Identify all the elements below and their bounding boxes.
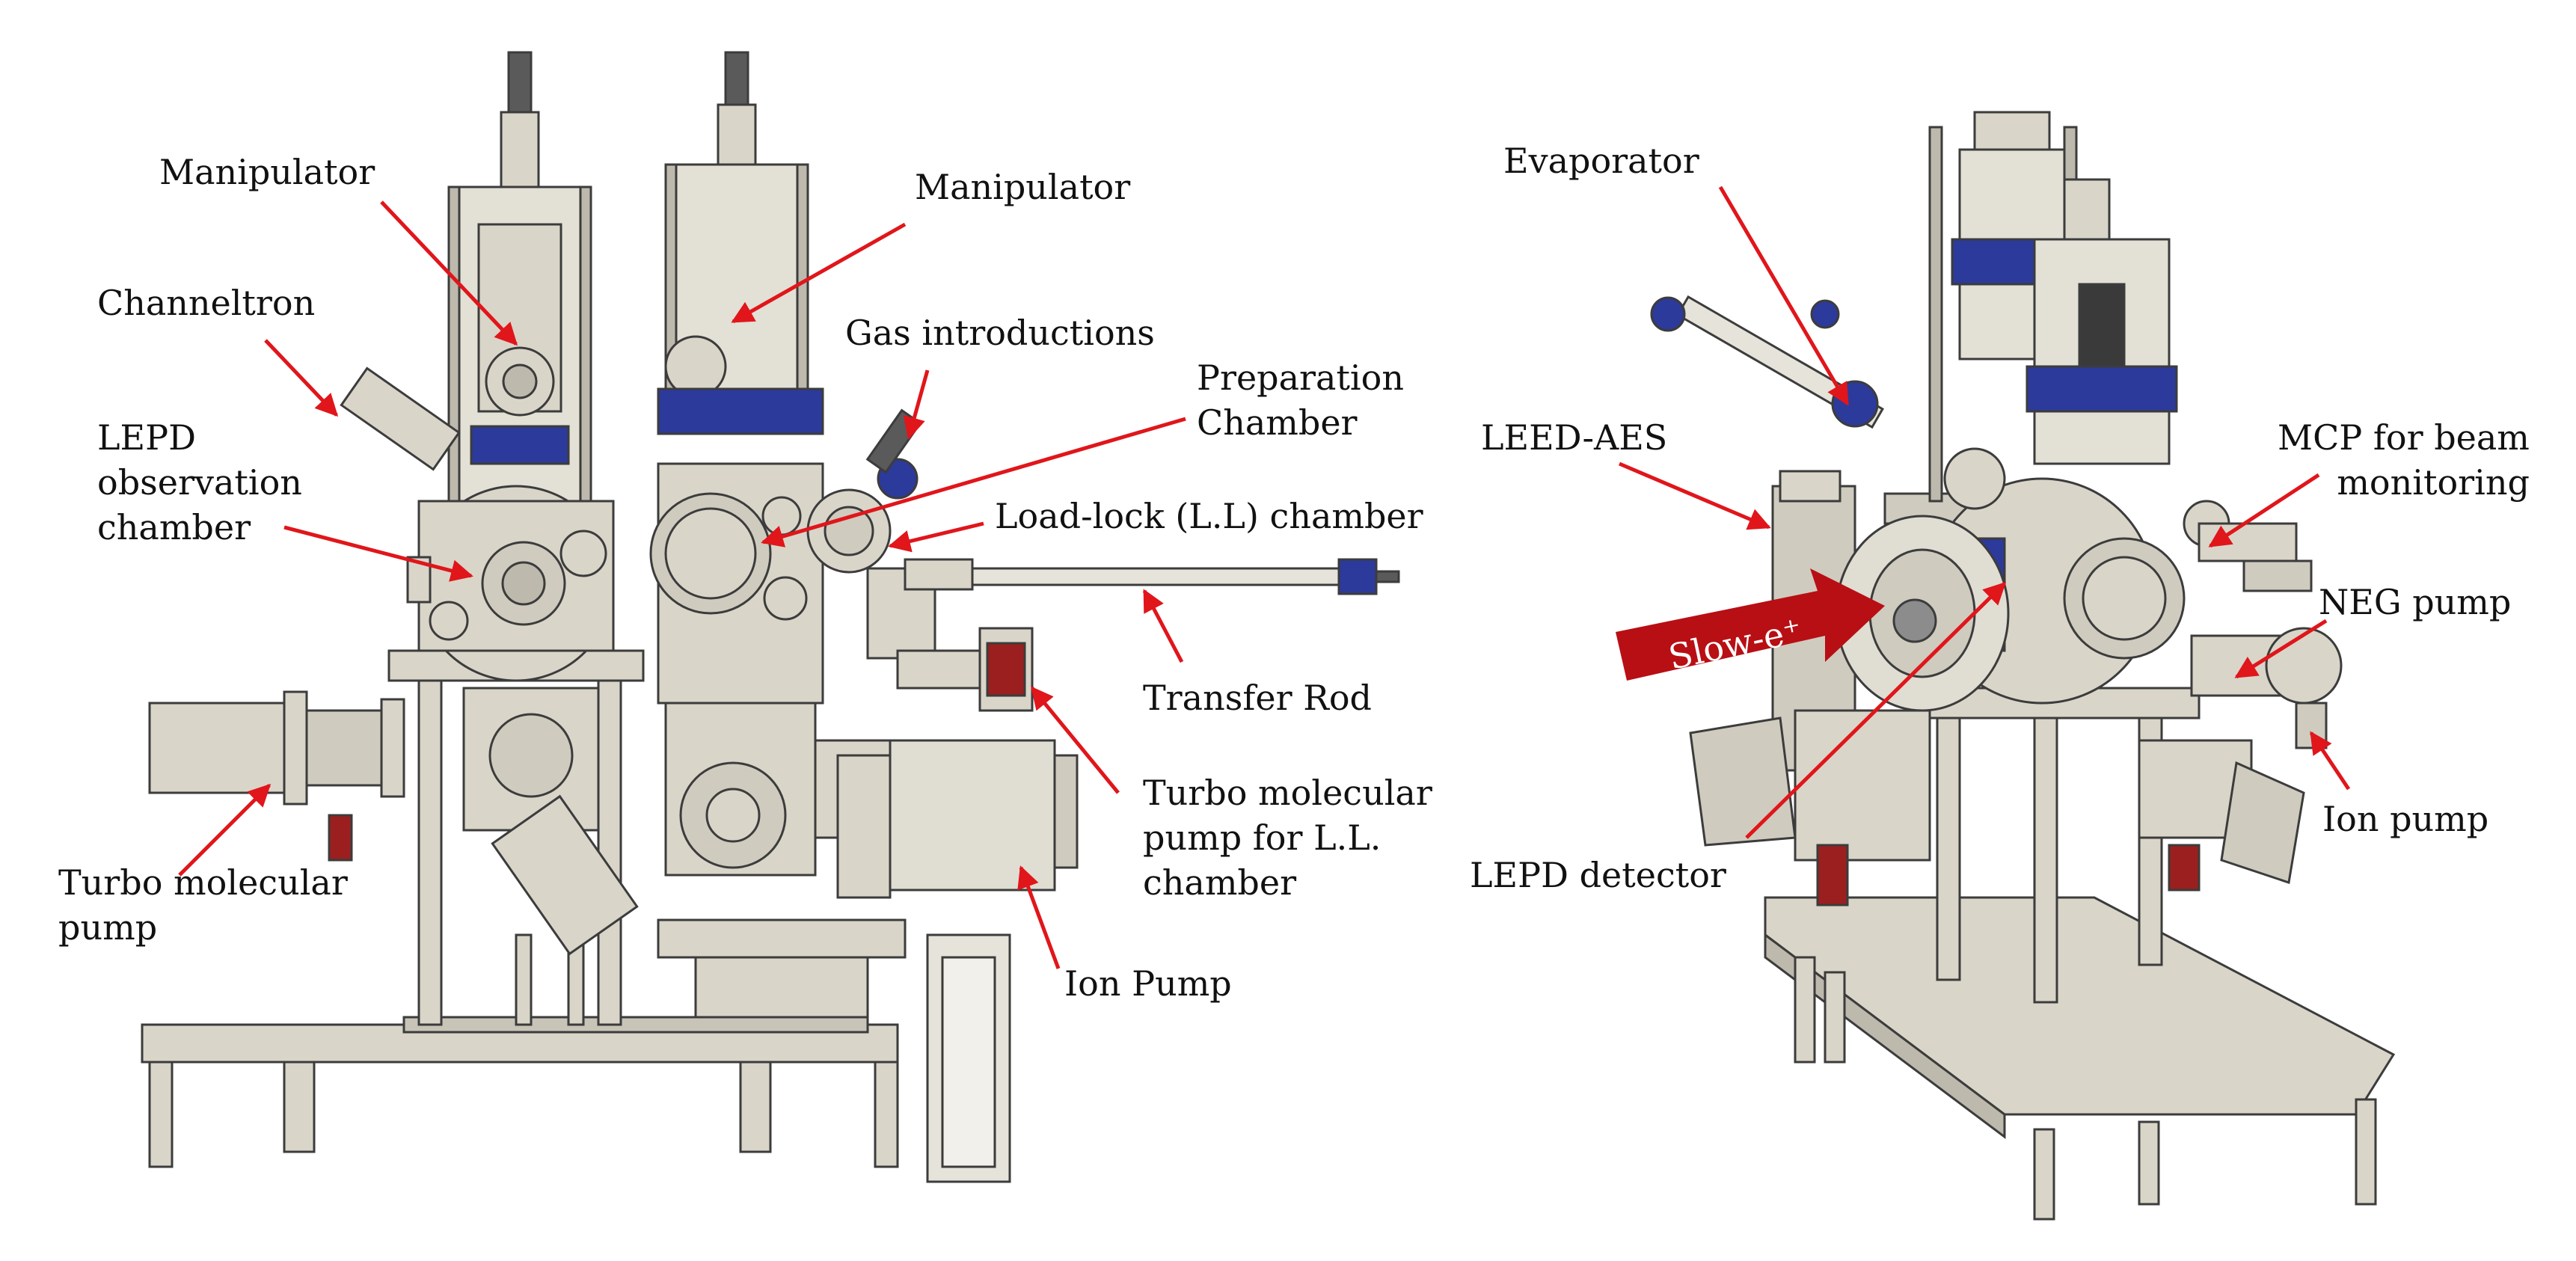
arrow-ion-pump-right [2309,731,2351,791]
right-lower-left-chamber [1689,709,1931,906]
ion-pump-left-body [836,739,1079,899]
label-lepd-observation-chamber: LEPD observation chamber [97,417,302,547]
arrow-channeltron [264,339,339,417]
arrow-leed-aes [1619,461,1771,530]
arrow-load-lock-chamber [888,521,984,553]
lepd-detector-body [1835,515,2010,712]
label-manipulator-left: Manipulator [159,152,375,192]
arrow-lepd-observation-chamber [283,525,473,582]
load-lock-chamber-body [806,408,936,660]
arrow-lepd-detector [1745,581,2007,839]
arrow-transfer-rod [1142,589,1184,663]
label-leed-aes: LEED-AES [1481,417,1668,458]
pointer-arrows [178,185,2351,969]
right-manipulator-towers [1951,111,2178,465]
left-apparatus [141,51,1400,1183]
neg-pump-body [2190,627,2343,749]
label-mcp-beam-monitoring: MCP for beam monitoring [2278,417,2530,503]
arrow-neg-pump [2234,619,2328,679]
label-neg-pump: NEG pump [2319,582,2512,622]
mcp-port-body [2198,522,2313,592]
arrow-turbo-pump [178,783,272,877]
turbo-molecular-pump-left [148,690,405,862]
arrow-ion-pump-left [1017,865,1061,969]
preparation-chamber-body [649,51,899,877]
ion-pump-right-body [2138,739,2305,892]
arrow-gas-introductions [903,369,930,440]
label-preparation-chamber: Preparation Chamber [1197,358,1404,443]
arrow-manipulator-left [380,200,518,346]
label-manipulator-center: Manipulator [915,167,1131,207]
label-ion-pump-right: Ion pump [2322,799,2489,839]
label-transfer-rod: Transfer Rod [1143,678,1372,718]
arrow-evaporator [1718,185,1850,406]
right-apparatus [1650,111,2396,1221]
turbo-pump-ll-body [896,627,1034,712]
arrow-preparation-chamber [761,417,1186,547]
arrow-manipulator-center [731,222,907,324]
left-base-frame [141,933,899,1168]
label-turbo-pump-ll: Turbo molecular pump for L.L. chamber [1143,773,1432,903]
label-ion-pump-left: Ion Pump [1064,963,1232,1004]
arrow-mcp-beam-monitoring [2208,473,2320,548]
transfer-rod-body [904,558,1400,595]
left-angled-chamber [462,687,639,956]
label-channeltron: Channeltron [97,283,316,323]
left-manipulator-column [447,51,592,503]
evaporator-body [1650,295,1884,429]
label-lepd-detector: LEPD detector [1470,855,1726,895]
right-base-plate [1764,896,2396,1221]
label-load-lock-chamber: Load-lock (L.L) chamber [995,496,1423,536]
label-evaporator: Evaporator [1503,141,1699,181]
label-turbo-pump: Turbo molecular pump [58,862,348,948]
label-gas-introductions: Gas introductions [845,313,1155,353]
arrow-turbo-pump-ll [1031,686,1120,794]
